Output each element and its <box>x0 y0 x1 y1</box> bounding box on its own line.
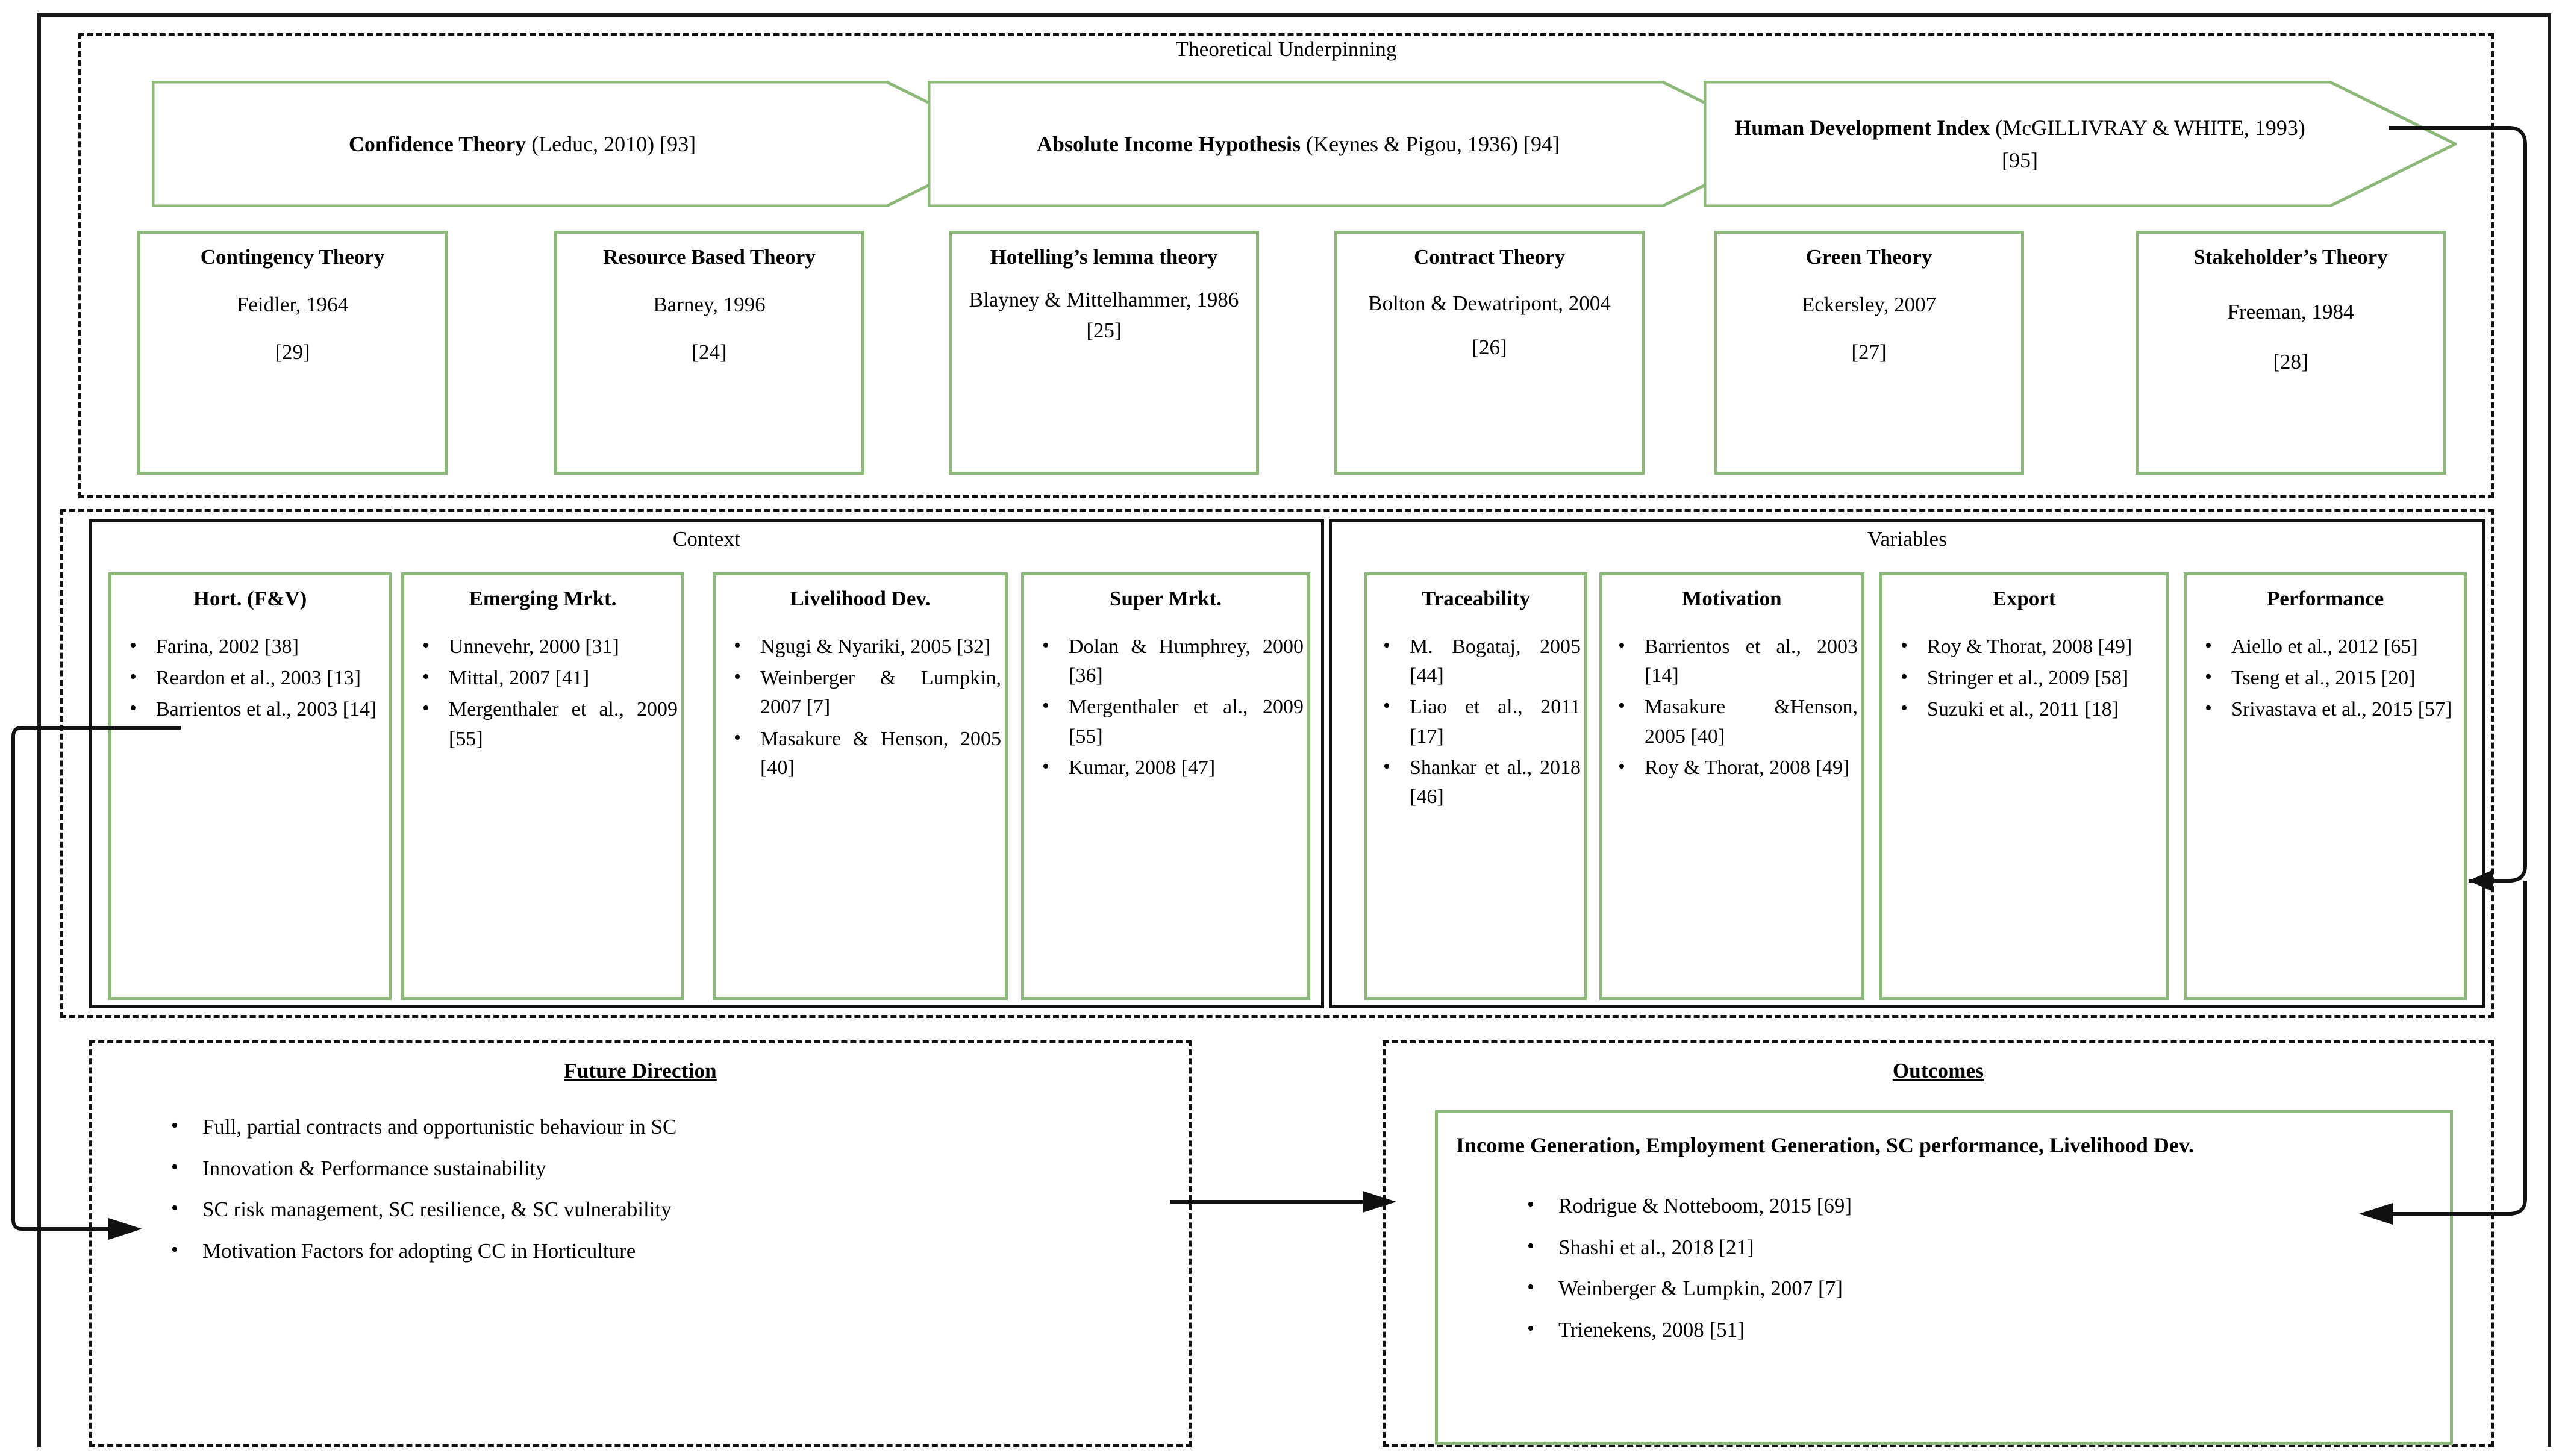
future-direction-title: Future Direction <box>564 1059 717 1083</box>
chevron-1-bold: Confidence Theory <box>348 132 526 156</box>
list-item: Barrientos et al., 2003 [14] <box>130 694 385 724</box>
theory-box-5-title: Stakeholder’s Theory <box>2193 245 2388 269</box>
theory-box-contract-theory: Contract Theory Bolton & Dewatripont, 20… <box>1334 231 1645 475</box>
list-item: Dolan & Humphrey, 2000 [36] <box>1042 631 1304 691</box>
list-item: Mergenthaler et al., 2009 [55] <box>422 694 678 754</box>
list-item: Farina, 2002 [38] <box>130 631 385 661</box>
chevron-1-rest: (Leduc, 2010) [93] <box>531 132 696 156</box>
theory-box-0-title: Contingency Theory <box>200 245 385 269</box>
variables-col-3-list: Aiello et al., 2012 [65] Tseng et al., 2… <box>2187 631 2464 725</box>
list-item: Reardon et al., 2003 [13] <box>130 663 385 693</box>
context-column-livelihood-dev: Livelihood Dev. Ngugi & Nyariki, 2005 [3… <box>713 572 1008 1000</box>
variables-column-motivation: Motivation Barrientos et al., 2003 [14] … <box>1599 572 1864 1000</box>
theory-box-stakeholders-theory: Stakeholder’s Theory Freeman, 1984 [28] <box>2136 231 2446 475</box>
theory-box-4-line-1: [27] <box>1851 340 1887 364</box>
context-col-2-list: Ngugi & Nyariki, 2005 [32] Weinberger & … <box>716 631 1005 783</box>
theory-box-1-line-0: Barney, 1996 <box>653 292 766 316</box>
chevron-2-bold: Absolute Income Hypothesis <box>1037 132 1301 156</box>
list-item: Kumar, 2008 [47] <box>1042 752 1304 783</box>
outcomes-inner-box: Income Generation, Employment Generation… <box>1435 1110 2453 1445</box>
theory-box-resource-based: Resource Based Theory Barney, 1996 [24] <box>554 231 864 475</box>
variables-col-0-list: M. Bogataj, 2005 [44] Liao et al., 2011 … <box>1367 631 1584 812</box>
context-col-0-list: Farina, 2002 [38] Reardon et al., 2003 [… <box>111 631 389 725</box>
outcomes-title: Outcomes <box>1892 1059 1984 1083</box>
list-item: Mergenthaler et al., 2009 [55] <box>1042 692 1304 751</box>
list-item: Masakure & Henson, 2005 [40] <box>734 723 1001 783</box>
context-col-3-title: Super Mrkt. <box>1109 587 1222 610</box>
list-item: M. Bogataj, 2005 [44] <box>1383 631 1581 691</box>
list-item: Roy & Thorat, 2008 [49] <box>1901 631 2162 661</box>
theory-box-0-line-1: [29] <box>275 340 310 364</box>
chevron-3-rest: (McGILLIVRAY & WHITE, 1993) [95] <box>1995 116 2305 172</box>
variables-column-performance: Performance Aiello et al., 2012 [65] Tse… <box>2184 572 2467 1000</box>
theory-box-1-line-1: [24] <box>692 340 727 364</box>
theory-box-5-line-0: Freeman, 1984 <box>2227 299 2354 323</box>
list-item: Innovation & Performance sustainability <box>171 1152 1196 1185</box>
variables-col-3-title: Performance <box>2266 587 2384 610</box>
chevron-2-rest: (Keynes & Pigou, 1936) [94] <box>1306 132 1560 156</box>
list-item: Masakure &Henson, 2005 [40] <box>1618 692 1858 751</box>
list-item: Unnevehr, 2000 [31] <box>422 631 678 661</box>
theory-box-4-title: Green Theory <box>1805 245 1932 269</box>
list-item: Suzuki et al., 2011 [18] <box>1901 694 2162 724</box>
list-item: Stringer et al., 2009 [58] <box>1901 663 2162 693</box>
theory-box-3-title: Contract Theory <box>1413 245 1566 269</box>
list-item: Aiello et al., 2012 [65] <box>2205 631 2460 661</box>
list-item: Liao et al., 2011 [17] <box>1383 692 1581 751</box>
theory-box-2-title: Hotelling’s lemma theory <box>990 245 1218 269</box>
list-item: Barrientos et al., 2003 [14] <box>1618 631 1858 691</box>
chevron-arrow-3-label: Human Development Index (McGILLIVRAY & W… <box>1704 81 2336 207</box>
context-column-super-mrkt: Super Mrkt. Dolan & Humphrey, 2000 [36] … <box>1021 572 1310 1000</box>
list-item: SC risk management, SC resilience, & SC … <box>171 1193 1196 1226</box>
context-column-emerging-mrkt: Emerging Mrkt. Unnevehr, 2000 [31] Mitta… <box>401 572 684 1000</box>
context-title: Context <box>672 527 741 551</box>
context-column-hort: Hort. (F&V) Farina, 2002 [38] Reardon et… <box>108 572 392 1000</box>
theory-box-1-title: Resource Based Theory <box>603 245 816 269</box>
list-item: Ngugi & Nyariki, 2005 [32] <box>734 631 1001 661</box>
variables-col-1-list: Barrientos et al., 2003 [14] Masakure &H… <box>1602 631 1861 783</box>
list-item: Weinberger & Lumpkin, 2007 [7] <box>734 663 1001 722</box>
theory-box-3-line-1: [26] <box>1472 335 1507 359</box>
outcomes-list: Rodrigue & Notteboom, 2015 [69] Shashi e… <box>1438 1189 2450 1346</box>
variables-col-0-title: Traceability <box>1421 587 1531 610</box>
context-col-3-list: Dolan & Humphrey, 2000 [36] Mergenthaler… <box>1024 631 1307 783</box>
list-item: Motivation Factors for adopting CC in Ho… <box>171 1234 1196 1267</box>
theory-box-hotellings-lemma: Hotelling’s lemma theory Blayney & Mitte… <box>949 231 1259 475</box>
list-item: Tseng et al., 2015 [20] <box>2205 663 2460 693</box>
variables-title: Variables <box>1867 527 1948 551</box>
context-col-1-list: Unnevehr, 2000 [31] Mittal, 2007 [41] Me… <box>404 631 681 754</box>
future-direction-list: Full, partial contracts and opportunisti… <box>149 1110 1200 1276</box>
list-item: Weinberger & Lumpkin, 2007 [7] <box>1527 1272 2446 1305</box>
outcomes-box <box>1383 1040 2494 1447</box>
theory-box-0-line-0: Feidler, 1964 <box>236 292 349 316</box>
context-col-0-title: Hort. (F&V) <box>193 587 307 610</box>
list-item: Trienekens, 2008 [51] <box>1527 1313 2446 1346</box>
list-item: Mittal, 2007 [41] <box>422 663 678 693</box>
theory-box-green-theory: Green Theory Eckersley, 2007 [27] <box>1714 231 2024 475</box>
variables-col-1-title: Motivation <box>1682 587 1782 610</box>
chevron-3-bold: Human Development Index <box>1734 116 1990 140</box>
list-item: Roy & Thorat, 2008 [49] <box>1618 752 1858 783</box>
list-item: Full, partial contracts and opportunisti… <box>171 1110 1196 1143</box>
variables-column-export: Export Roy & Thorat, 2008 [49] Stringer … <box>1879 572 2169 1000</box>
list-item: Rodrigue & Notteboom, 2015 [69] <box>1527 1189 2446 1222</box>
theoretical-underpinning-title: Theoretical Underpinning <box>1175 37 1397 61</box>
variables-column-traceability: Traceability M. Bogataj, 2005 [44] Liao … <box>1364 572 1587 1000</box>
variables-col-2-title: Export <box>1992 587 2056 610</box>
theory-box-5-line-1: [28] <box>2273 349 2308 373</box>
theory-box-3-line-0: Bolton & Dewatripont, 2004 <box>1368 291 1611 315</box>
theory-box-2-line-1: [25] <box>1086 318 1122 342</box>
theory-box-4-line-0: Eckersley, 2007 <box>1801 292 1937 316</box>
variables-col-2-list: Roy & Thorat, 2008 [49] Stringer et al.,… <box>1882 631 2166 725</box>
theory-box-contingency: Contingency Theory Feidler, 1964 [29] <box>137 231 448 475</box>
list-item: Shashi et al., 2018 [21] <box>1527 1231 2446 1264</box>
context-col-2-title: Livelihood Dev. <box>790 587 931 610</box>
theory-box-2-line-0: Blayney & Mittelhammer, 1986 <box>969 287 1239 311</box>
chevron-arrow-1-label: Confidence Theory (Leduc, 2010) [93] <box>152 81 893 207</box>
list-item: Srivastava et al., 2015 [57] <box>2205 694 2460 724</box>
outcomes-heading: Income Generation, Employment Generation… <box>1456 1133 2194 1157</box>
context-col-1-title: Emerging Mrkt. <box>469 587 617 610</box>
chevron-arrow-2-label: Absolute Income Hypothesis (Keynes & Pig… <box>928 81 1669 207</box>
list-item: Shankar et al., 2018 [46] <box>1383 752 1581 812</box>
